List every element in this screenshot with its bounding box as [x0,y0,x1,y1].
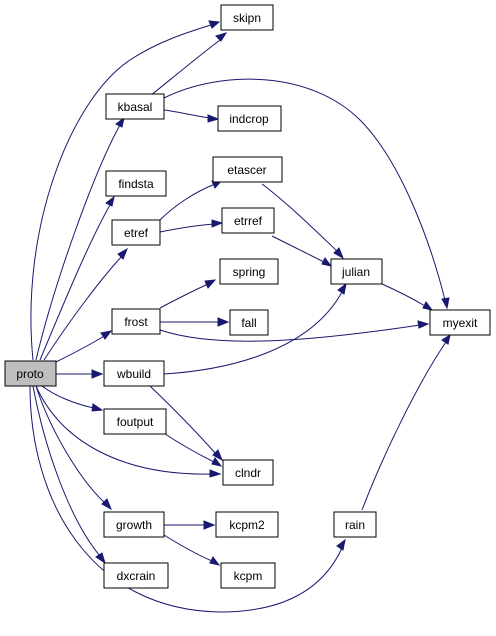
node-label: foutput [117,415,154,429]
node-label: kbasal [118,100,153,114]
edge-proto-etref [43,247,128,361]
node-label: rain [345,518,365,532]
edge-foutput-clndr [161,431,223,467]
edge-kbasal-myexit [163,78,450,310]
edge-growth-kcpm [163,534,221,566]
edge-frost-fall [160,317,230,327]
node-label: clndr [235,466,261,480]
edge-proto-clndr [35,385,222,478]
node-label: findsta [118,177,154,191]
edge-proto-rain [29,385,346,613]
nodes: proto skipn kbasal indcrop findsta etasc… [4,4,491,589]
edge-etascer-julian [261,183,344,260]
node-label: indcrop [229,112,269,126]
node-proto[interactable]: proto [4,360,57,387]
node-label: dxcrain [117,569,156,583]
edge-kbasal-skipn [149,32,228,97]
edges [29,20,451,613]
node-indcrop[interactable]: indcrop [217,105,282,132]
edge-proto-foutput [41,385,104,412]
edge-proto-dxcrain [32,385,106,565]
edge-frost-spring [159,279,217,309]
node-etascer[interactable]: etascer [212,156,283,183]
node-kcpm[interactable]: kcpm [220,562,276,589]
node-label: julian [341,265,370,279]
node-spring[interactable]: spring [219,258,279,285]
node-skipn[interactable]: skipn [220,4,274,31]
edge-kbasal-indcrop [163,109,220,123]
edge-growth-kcpm2 [164,520,216,530]
node-dxcrain[interactable]: dxcrain [103,562,169,589]
node-etrref[interactable]: etrref [221,207,275,234]
node-label: kcpm [234,569,263,583]
node-growth[interactable]: growth [103,511,165,538]
node-rain[interactable]: rain [333,511,377,538]
node-etref[interactable]: etref [111,219,161,246]
edge-etref-etascer [159,179,224,221]
edge-frost-myexit [159,320,430,342]
node-label: wbuild [116,367,151,381]
node-julian[interactable]: julian [330,258,383,285]
node-frost[interactable]: frost [111,308,161,335]
edge-julian-myexit [381,283,434,311]
edge-proto-growth [35,385,112,511]
node-clndr[interactable]: clndr [222,459,274,486]
edge-proto-skipn [30,20,221,361]
edge-wbuild-clndr [149,385,223,462]
node-label: growth [116,518,152,532]
edge-wbuild-julian [163,282,347,375]
edge-proto-kbasal [35,116,125,361]
node-label: kcpm2 [229,518,265,532]
edge-etref-etrref [159,219,224,233]
node-kbasal[interactable]: kbasal [105,93,165,120]
node-label: etrref [234,214,263,228]
node-myexit[interactable]: myexit [429,309,491,336]
edge-proto-wbuild [55,369,104,379]
node-label: etref [124,226,149,240]
node-label: spring [233,265,266,279]
node-label: skipn [233,11,261,25]
node-label: frost [124,315,148,329]
node-kcpm2[interactable]: kcpm2 [215,511,279,538]
edge-etrref-julian [271,235,333,267]
edge-proto-frost [55,330,113,363]
node-findsta[interactable]: findsta [105,170,167,197]
node-fall[interactable]: fall [229,309,269,336]
node-label: proto [16,367,44,381]
node-label: myexit [443,316,478,330]
node-label: etascer [227,163,266,177]
edge-rain-myexit [361,333,451,511]
node-label: fall [241,316,256,330]
node-wbuild[interactable]: wbuild [103,360,165,387]
edge-proto-findsta [39,195,115,361]
node-foutput[interactable]: foutput [103,408,167,435]
